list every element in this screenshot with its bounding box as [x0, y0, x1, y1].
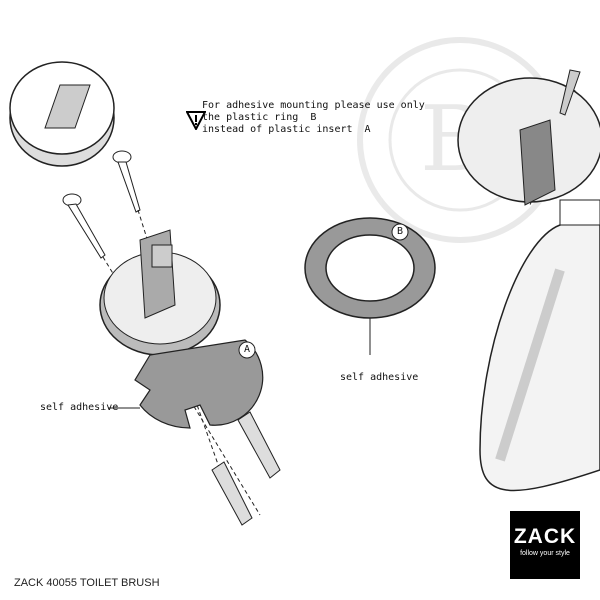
plastic-insert-a [134, 339, 264, 429]
screw-2 [62, 193, 106, 259]
label-self-adhesive-ring: self adhesive [340, 372, 419, 383]
cover-cap [9, 61, 115, 167]
mounted-holder [457, 69, 600, 492]
notice-line-1: For adhesive mounting please use only [202, 100, 425, 111]
wall-plug-1 [237, 411, 281, 479]
label-part-a: A [244, 344, 251, 355]
warning-icon [174, 98, 207, 134]
notice-line-3: instead of plastic insert A [202, 124, 371, 135]
label-self-adhesive-insert: self adhesive [40, 402, 119, 413]
label-part-b: B [397, 226, 404, 237]
wall-base [99, 229, 221, 356]
screw-1 [112, 150, 141, 213]
logo-brand: ZACK [513, 525, 577, 548]
product-caption: ZACK 40055 TOILET BRUSH [14, 577, 160, 589]
notice-line-2: the plastic ring B [202, 112, 317, 123]
zack-logo: ZACK follow your style [510, 511, 580, 579]
plastic-ring-b [304, 217, 436, 355]
wall-plug-2 [211, 461, 253, 526]
logo-tagline: follow your style [520, 550, 570, 557]
